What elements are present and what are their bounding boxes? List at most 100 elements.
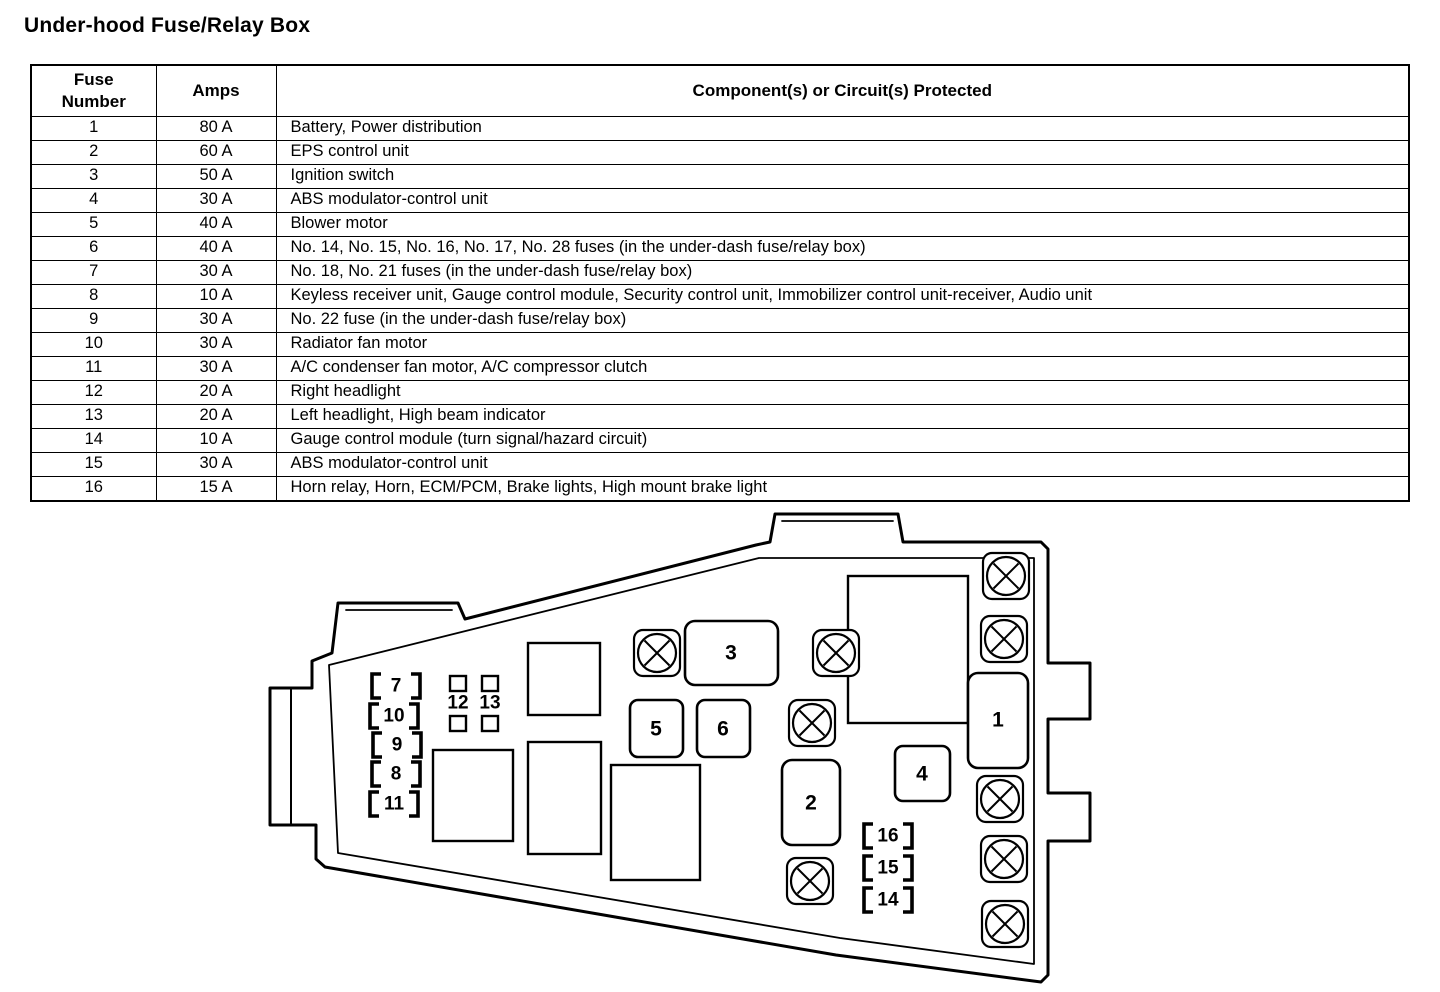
amps-cell: 20 A [155,380,277,406]
fuse-8-label: 8 [391,764,402,785]
screw-icon [811,628,861,678]
fuse-number-cell: 1 [30,116,157,142]
amps-cell: 10 A [155,284,277,310]
fuse-number-cell: 15 [30,452,157,478]
fusebox-diagram: 3 5 6 2 4 1 7 10 9 8 11 12 13 16 15 14 [268,512,1092,984]
fuse-15-label: 15 [877,858,899,879]
fuse-number-cell: 11 [30,356,157,382]
screw-icon [980,899,1030,949]
component-cell: Horn relay, Horn, ECM/PCM, Brake lights,… [275,476,1410,502]
fuse-table: Fuse Number Amps Component(s) or Circuit… [30,64,1410,503]
fuse-table-body: 1 80 A Battery, Power distribution 2 60 … [30,116,1410,502]
amps-header: Amps [155,64,277,118]
amps-cell: 40 A [155,212,277,238]
amps-cell: 20 A [155,404,277,430]
component-cell: Keyless receiver unit, Gauge control mod… [275,284,1410,310]
amps-cell: 40 A [155,236,277,262]
component-cell: Gauge control module (turn signal/hazard… [275,428,1410,454]
fuse-block-2 [780,758,842,847]
fuse-number-cell: 5 [30,212,157,238]
screw-icon [979,614,1029,664]
table-row: 2 60 A EPS control unit [30,140,1410,166]
fuse-block-2-label: 2 [805,792,817,815]
table-row: 14 10 A Gauge control module (turn signa… [30,428,1410,454]
fuse-number-cell: 12 [30,380,157,406]
screw-icon [787,698,837,748]
amps-cell: 15 A [155,476,277,502]
fuse-contact-icon [448,674,468,693]
component-cell: Battery, Power distribution [275,116,1410,142]
amps-cell: 30 A [155,332,277,358]
fuse-block-5-label: 5 [650,718,662,741]
fuse-11-label: 11 [384,794,405,815]
relay-box [526,740,603,856]
screw-icon [979,834,1029,884]
component-cell: A/C condenser fan motor, A/C compressor … [275,356,1410,382]
component-cell: No. 18, No. 21 fuses (in the under-dash … [275,260,1410,286]
fuse-number-header: Fuse Number [30,64,157,118]
fuse-number-cell: 13 [30,404,157,430]
component-cell: ABS modulator-control unit [275,188,1410,214]
component-cell: No. 14, No. 15, No. 16, No. 17, No. 28 f… [275,236,1410,262]
fuse-block-1-label: 1 [992,709,1004,732]
page-title: Under-hood Fuse/Relay Box [24,14,311,37]
amps-cell: 50 A [155,164,277,190]
table-row: 7 30 A No. 18, No. 21 fuses (in the unde… [30,260,1410,286]
amps-cell: 30 A [155,356,277,382]
component-cell: Ignition switch [275,164,1410,190]
fuse-contact-icon [480,674,500,693]
fuse-16-label: 16 [877,826,898,847]
relay-box [846,574,970,725]
fuse-number-cell: 8 [30,284,157,310]
screw-icon [975,774,1025,824]
fuse-13-label: 13 [479,693,500,714]
fuse-number-cell: 10 [30,332,157,358]
table-row: 8 10 A Keyless receiver unit, Gauge cont… [30,284,1410,310]
relay-box [609,763,702,882]
fuse-block-6-label: 6 [717,718,729,741]
table-row: 9 30 A No. 22 fuse (in the under-dash fu… [30,308,1410,334]
amps-cell: 80 A [155,116,277,142]
amps-cell: 30 A [155,260,277,286]
component-cell: Blower motor [275,212,1410,238]
fuse-block-6 [695,698,752,759]
table-row: 13 20 A Left headlight, High beam indica… [30,404,1410,430]
component-cell: No. 22 fuse (in the under-dash fuse/rela… [275,308,1410,334]
table-row: 15 30 A ABS modulator-control unit [30,452,1410,478]
screw-icon [632,628,682,678]
fuse-block-3-label: 3 [725,642,737,665]
component-cell: EPS control unit [275,140,1410,166]
table-row: 5 40 A Blower motor [30,212,1410,238]
fusebox-outer-outline [268,512,1092,984]
table-row: 12 20 A Right headlight [30,380,1410,406]
fuse-number-cell: 7 [30,260,157,286]
table-row: 16 15 A Horn relay, Horn, ECM/PCM, Brake… [30,476,1410,502]
fuse-number-cell: 9 [30,308,157,334]
amps-cell: 60 A [155,140,277,166]
component-header: Component(s) or Circuit(s) Protected [275,64,1410,118]
screw-icon [785,856,835,906]
amps-cell: 30 A [155,188,277,214]
relay-box [431,748,515,843]
fuse-number-cell: 14 [30,428,157,454]
header-row: Fuse Number Amps Component(s) or Circuit… [30,64,1410,118]
fuse-block-5 [628,698,685,759]
table-row: 4 30 A ABS modulator-control unit [30,188,1410,214]
fuse-10-label: 10 [383,706,404,727]
relay-box [526,641,602,717]
screw-icon [981,551,1031,601]
fusebox-inner-outline [328,557,1035,965]
fuse-number-cell: 2 [30,140,157,166]
amps-cell: 30 A [155,308,277,334]
fuse-block-3 [683,619,780,687]
fuse-contact-icon [448,714,468,733]
fuse-number-cell: 16 [30,476,157,502]
table-row: 6 40 A No. 14, No. 15, No. 16, No. 17, N… [30,236,1410,262]
table-row: 3 50 A Ignition switch [30,164,1410,190]
fuse-number-cell: 3 [30,164,157,190]
component-cell: Radiator fan motor [275,332,1410,358]
fuse-contact-icon [480,714,500,733]
fuse-7-label: 7 [391,676,402,697]
table-row: 1 80 A Battery, Power distribution [30,116,1410,142]
amps-cell: 10 A [155,428,277,454]
